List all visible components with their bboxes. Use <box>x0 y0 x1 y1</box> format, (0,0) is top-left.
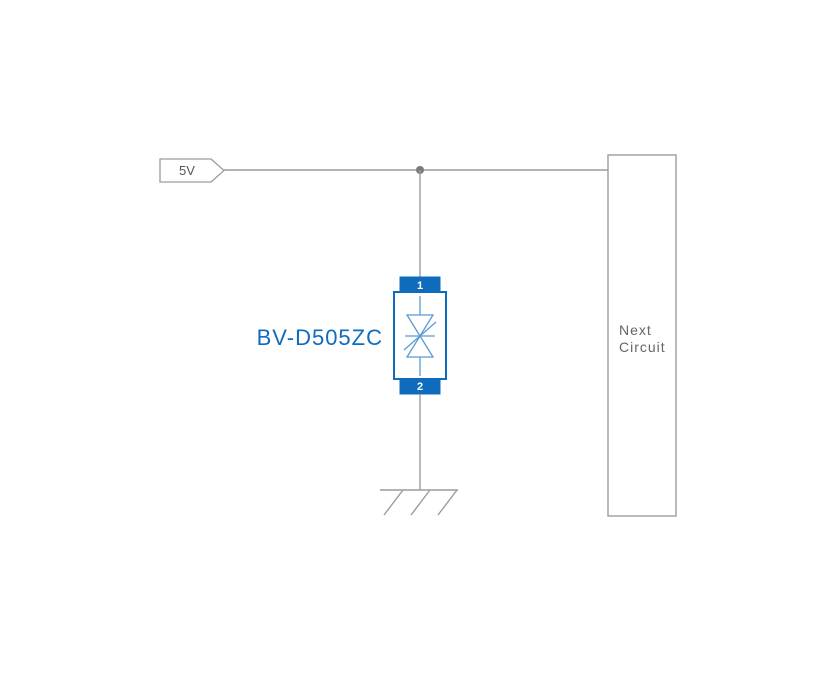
component-label: BV-D505ZC <box>257 325 383 350</box>
next-circuit-box <box>607 154 677 517</box>
ground-symbol <box>380 489 458 516</box>
tvs-diode-symbol <box>403 296 437 376</box>
power-net-flag <box>159 158 225 183</box>
power-net-label: 5V <box>179 163 195 178</box>
pin-2-number: 2 <box>417 381 423 393</box>
next-circuit-label-line2: Circuit <box>619 339 666 355</box>
next-circuit-label-line1: Next <box>619 322 652 338</box>
pin-1-number: 1 <box>417 280 423 292</box>
